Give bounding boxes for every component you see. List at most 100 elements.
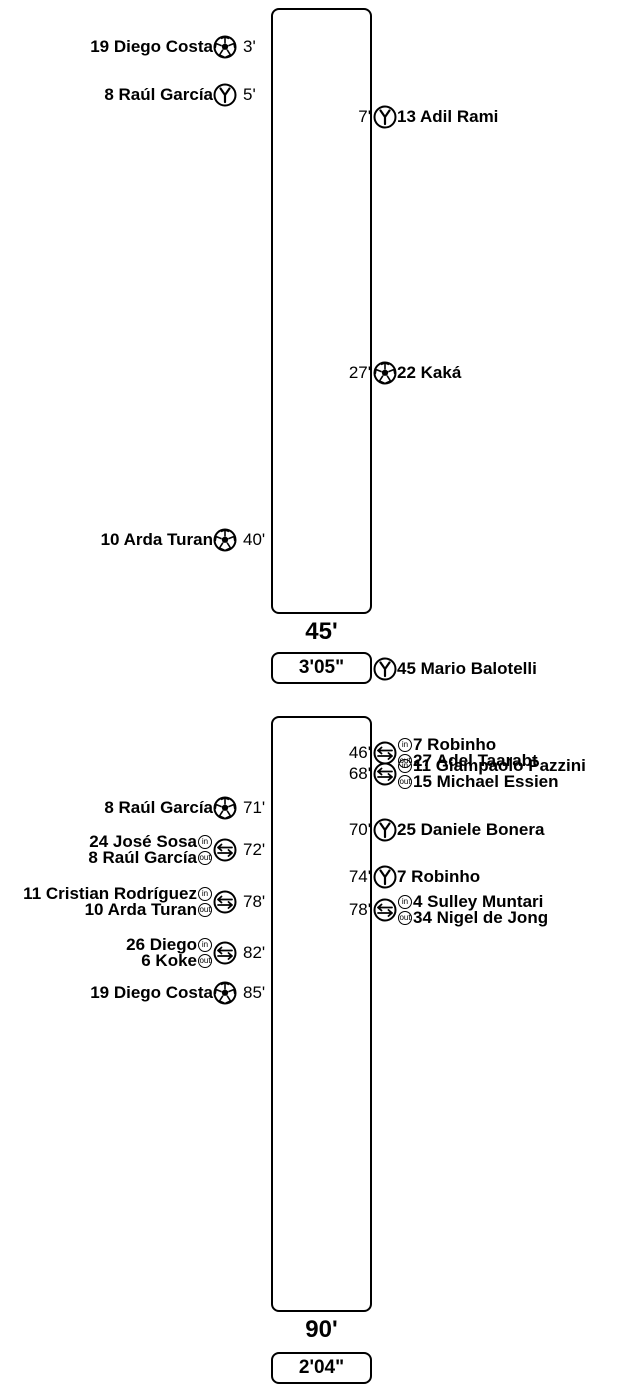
- event-minute: 71': [243, 798, 266, 817]
- player-name: 25 Daniele Bonera: [397, 820, 545, 839]
- player-name: 26 Diego: [126, 935, 197, 954]
- player-names: 7 Robinho: [397, 867, 481, 886]
- timeline-first-half: [271, 8, 372, 614]
- player-name: 11 Giampaolo Pazzini: [413, 756, 586, 775]
- sub-badges: in out: [398, 894, 412, 926]
- ball-icon: [213, 796, 237, 820]
- in-badge: in: [198, 835, 212, 849]
- player-name-out: 6 Koke: [141, 951, 197, 970]
- event-row-yellow: 7' 13 Adil Rami: [341, 105, 498, 129]
- yellow-card-icon: [373, 818, 397, 842]
- player-name: 7 Robinho: [397, 867, 481, 886]
- timeline-second-half: [271, 716, 372, 1312]
- event-minute: 5': [243, 85, 256, 104]
- event-row-goal: 27' 22 Kaká: [341, 361, 461, 385]
- substitution-icon: [213, 890, 237, 914]
- ball-icon: [213, 35, 237, 59]
- player-names: 45 Mario Balotelli: [397, 659, 537, 678]
- half-end-label: 45': [305, 618, 338, 645]
- ball-icon: [213, 981, 237, 1005]
- player-names: 19 Diego Costa: [90, 983, 213, 1002]
- in-badge: in: [398, 759, 412, 773]
- player-names: 22 Kaká: [397, 363, 462, 382]
- sub-badges: in out: [198, 886, 212, 918]
- substitution-icon: [213, 838, 237, 862]
- yellow-card-icon: [373, 657, 397, 681]
- event-row-goal: 19 Diego Costa 3': [90, 35, 273, 59]
- substitution-icon: [373, 762, 397, 786]
- player-names: 25 Daniele Bonera: [397, 820, 545, 839]
- player-names: 10 Arda Turan: [101, 531, 213, 548]
- event-minute: 46': [348, 743, 371, 762]
- sub-badges: in out: [398, 758, 412, 790]
- player-name-out: 8 Raúl García: [88, 848, 197, 867]
- player-name: 13 Adil Rami: [397, 107, 499, 126]
- event-minute: 68': [348, 764, 371, 783]
- substitution-icon: [213, 941, 237, 965]
- event-row-yellow: 70' 25 Daniele Bonera: [341, 818, 544, 842]
- ball-icon: [213, 528, 237, 552]
- out-badge: out: [398, 775, 412, 789]
- player-name-out: 15 Michael Essien: [413, 772, 559, 791]
- yellow-card-icon: [373, 865, 397, 889]
- player-name: 22 Kaká: [397, 363, 462, 382]
- event-row-goal: 19 Diego Costa 85': [90, 981, 273, 1005]
- yellow-card-icon: [373, 105, 397, 129]
- player-name: 19 Diego Costa: [90, 983, 213, 1002]
- event-row-goal: 10 Arda Turan 40': [101, 528, 273, 552]
- out-badge: out: [198, 954, 212, 968]
- ball-icon: [373, 361, 397, 385]
- player-names: 8 Raúl García: [104, 85, 213, 104]
- event-minute: 7': [358, 107, 371, 126]
- sub-badges: in out: [198, 834, 212, 866]
- player-name: 8 Raúl García: [104, 798, 213, 817]
- event-row-yellow: 74' 7 Robinho: [341, 865, 480, 889]
- player-name-out: 34 Nigel de Jong: [413, 908, 549, 927]
- event-minute: 3': [243, 37, 256, 56]
- in-badge: in: [198, 887, 212, 901]
- in-badge: in: [398, 895, 412, 909]
- event-minute: 74': [348, 867, 371, 886]
- event-minute: 82': [243, 943, 266, 962]
- player-names: 8 Raúl García: [104, 798, 213, 817]
- player-names: 13 Adil Rami: [397, 107, 499, 126]
- event-minute: 40': [243, 530, 266, 549]
- out-badge: out: [198, 903, 212, 917]
- in-badge: in: [398, 738, 412, 752]
- sub-badges: in out: [198, 937, 212, 969]
- event-minute: 78': [243, 892, 266, 911]
- substitution-icon: [373, 898, 397, 922]
- event-minute: 70': [348, 820, 371, 839]
- stoppage-time: 3'05": [271, 652, 372, 684]
- event-row-yellow: 45 Mario Balotelli: [341, 657, 537, 681]
- player-name-out: 10 Arda Turan: [84, 900, 197, 919]
- yellow-card-icon: [213, 83, 237, 107]
- player-name: 19 Diego Costa: [90, 37, 213, 56]
- stoppage-time: 2'04": [271, 1352, 372, 1384]
- out-badge: out: [198, 851, 212, 865]
- player-name: 24 José Sosa: [89, 832, 197, 851]
- player-name: 8 Raúl García: [104, 85, 213, 104]
- out-badge: out: [398, 911, 412, 925]
- in-badge: in: [198, 938, 212, 952]
- event-minute: 27': [348, 363, 371, 382]
- player-name: 11 Cristian Rodríguez: [23, 884, 197, 903]
- player-name: 4 Sulley Muntari: [413, 892, 544, 911]
- player-name: 7 Robinho: [413, 735, 497, 754]
- player-name-out: 27 Adel Taarabt: [413, 751, 538, 770]
- event-minute: 85': [243, 983, 266, 1002]
- event-row-yellow: 8 Raúl García 5': [104, 83, 273, 107]
- player-name: 45 Mario Balotelli: [397, 659, 537, 678]
- event-row-goal: 8 Raúl García 71': [104, 796, 273, 820]
- event-minute: 72': [243, 840, 266, 859]
